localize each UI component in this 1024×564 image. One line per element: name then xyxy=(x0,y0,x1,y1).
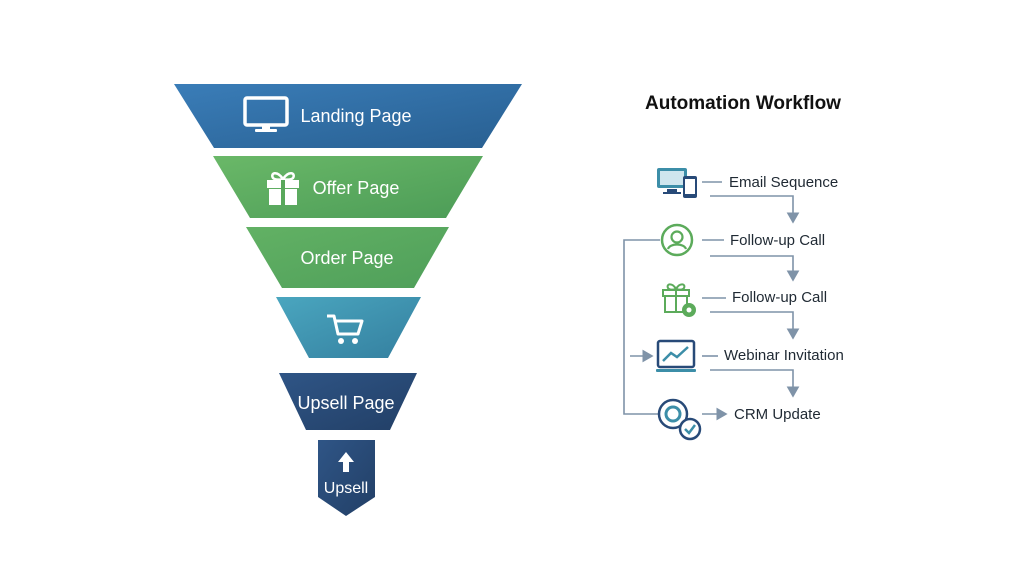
user-badge-icon xyxy=(660,223,694,257)
funnel-stage-offer-page[interactable]: Offer Page xyxy=(213,156,483,218)
cart-icon xyxy=(327,314,364,344)
gift-icon xyxy=(267,172,299,205)
workflow-connectors xyxy=(623,181,800,421)
gift-tag-icon xyxy=(662,283,696,317)
workflow-step-label: Follow-up Call xyxy=(730,232,825,249)
workflow-step-email-sequence[interactable]: Email Sequence xyxy=(657,168,838,198)
monitor-icon xyxy=(243,96,289,132)
funnel-stage-label: Landing Page xyxy=(300,106,411,126)
workflow-step-crm-update[interactable]: CRM Update xyxy=(657,398,821,441)
workflow-step-follow-up-call[interactable]: Follow-up Call xyxy=(660,223,825,257)
funnel-stage-upsell-page[interactable]: Upsell Page xyxy=(279,373,417,430)
funnel-stage-order-page[interactable]: Order Page xyxy=(246,227,449,288)
workflow-title: Automation Workflow xyxy=(645,93,841,114)
funnel-stage-label: Upsell xyxy=(324,480,368,497)
funnel-stage-label: Upsell Page xyxy=(297,393,394,413)
workflow-step-label: Webinar Invitation xyxy=(724,347,844,364)
funnel-stage-landing-page[interactable]: Landing Page xyxy=(174,84,522,148)
workflow-step-label: Email Sequence xyxy=(729,174,838,191)
workflow-step-webinar-invitation[interactable]: Webinar Invitation xyxy=(656,339,844,372)
funnel-stage-cart[interactable] xyxy=(276,297,421,358)
workflow-step-label: Follow-up Call xyxy=(732,289,827,306)
funnel-stage-upsell[interactable]: Upsell xyxy=(318,440,375,516)
funnel: Landing Page Offer Page Order Page xyxy=(174,84,522,516)
workflow-step-label: CRM Update xyxy=(734,406,821,423)
arrow-up-icon xyxy=(338,452,354,472)
gear-check-icon xyxy=(657,398,702,441)
funnel-stage-label: Offer Page xyxy=(313,178,400,198)
workflow-step-follow-up-call-2[interactable]: Follow-up Call xyxy=(662,283,827,317)
chart-laptop-icon xyxy=(656,339,696,372)
funnel-stage-label: Order Page xyxy=(300,248,393,268)
automation-workflow: Automation Workflow xyxy=(623,93,844,441)
devices-icon xyxy=(657,168,697,198)
